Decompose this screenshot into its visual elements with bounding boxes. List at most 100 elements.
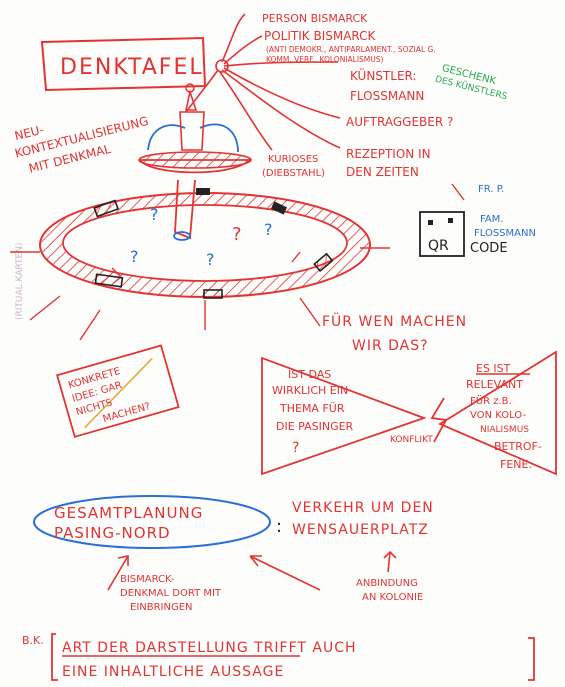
- bismarck-note-line-2: DENKMAL DORT MIT: [120, 588, 222, 599]
- qr-dot: [448, 218, 453, 223]
- tablet-3: [270, 201, 288, 215]
- right-debate-line-7: FENE.: [500, 458, 532, 471]
- branch-auftraggeber: AUFTRAGGEBER ?: [346, 115, 453, 129]
- fountain-sketch: [10, 83, 390, 341]
- conflict-lightning: [430, 397, 448, 443]
- water-jet-right: [199, 123, 239, 153]
- left-debate-line-3: THEMA FÜR: [279, 402, 345, 415]
- qr-label: QR: [428, 238, 449, 254]
- statue-head: [185, 83, 195, 93]
- fountain-ray: [79, 309, 101, 341]
- qr-note-1: FR. P.: [478, 184, 504, 195]
- traffic-line-2: WENSAUERPLATZ: [292, 522, 429, 538]
- fountain-ray: [299, 297, 321, 327]
- branch-rays: [185, 13, 341, 151]
- ray-auftraggeber: [223, 67, 341, 119]
- footer-prefix: B.K.: [22, 634, 44, 647]
- right-debate-outline: [438, 350, 557, 476]
- question-mark-1: ?: [150, 205, 159, 224]
- branch-rezeption-line-2: DEN ZEITEN: [346, 165, 419, 179]
- planning-oval: [33, 495, 271, 549]
- right-debate-box: ES IST RELEVANT FÜR z.B. VON KOLO- NIALI…: [438, 350, 557, 476]
- konkrete-idee-box: KONKRETE IDEE: GAR NICHTS MACHEN?: [56, 344, 180, 438]
- anbindung-arrow: [387, 551, 391, 573]
- branch-kuenstler-name: FLOSSMANN: [350, 89, 424, 103]
- tablet-6: [203, 289, 223, 299]
- question-mark-3: ?: [264, 220, 273, 239]
- left-debate-line-5: ?: [292, 440, 299, 456]
- branch-politik-sub-1: (ANTI DEMOKR., ANTIPARLAMENT., SOZIAL G.: [266, 45, 436, 54]
- ray-rezeption: [221, 69, 341, 149]
- planning-colon: :: [276, 516, 282, 537]
- left-note: NEU- KONTEXTUALISIERUNG MIT DENKMAL: [13, 114, 150, 176]
- ring-arrows: [111, 251, 301, 277]
- anbindung-line-2: AN KOLONIE: [362, 592, 423, 603]
- tablet-1: [93, 199, 120, 218]
- water-drop: [173, 231, 191, 241]
- ray-kurioses: [219, 71, 273, 151]
- fountain-rays: [10, 247, 390, 341]
- kurioses-line-2: (DIEBSTAHL): [262, 168, 325, 179]
- question-line-2: WIR DAS?: [352, 338, 429, 354]
- faint-side-label: (RITUAL KARTEN): [15, 243, 25, 320]
- ring-arrow: [291, 251, 301, 263]
- right-debate-line-6: BETROF-: [494, 440, 542, 453]
- fountain-column: [174, 179, 196, 240]
- anbindung-arrow-head: [383, 550, 397, 559]
- question-line-1: FÜR WEN MACHEN: [322, 312, 467, 330]
- statue-figure: [185, 89, 198, 111]
- branch-kuenstler: KÜNSTLER:: [350, 67, 417, 83]
- tablet-2: [196, 188, 210, 195]
- footer-bracket-right: [528, 637, 535, 681]
- water-jet-left: [147, 124, 186, 151]
- footer-block: B.K. ART DER DARSTELLUNG TRIFFT AUCH EIN…: [22, 633, 535, 681]
- title-box-outline: [40, 36, 207, 92]
- qr-note-3: FLOSSMANN: [474, 228, 536, 239]
- statue-pedestal: [179, 111, 205, 151]
- footer-line-1: ART DER DARSTELLUNG TRIFFT AUCH: [62, 640, 357, 656]
- right-debate-line-3: FÜR z.B.: [470, 394, 512, 407]
- footer-bracket-left: [51, 633, 58, 681]
- fountain-bowl-rim: [138, 151, 252, 169]
- bismarck-note-line-1: BISMARCK-: [120, 574, 175, 585]
- left-debate-line-2: WIRKLICH EIN: [272, 384, 348, 397]
- right-debate-line-2: RELEVANT: [466, 378, 523, 391]
- branch-hub: [215, 59, 229, 73]
- branch-politik: POLITIK BISMARCK: [264, 29, 377, 43]
- branch-person: PERSON BISMARCK: [262, 12, 368, 25]
- tablet-4: [313, 252, 334, 273]
- question-mark-4: ?: [206, 250, 215, 269]
- qr-code-word: CODE: [470, 241, 508, 256]
- question-mark-5: ?: [130, 247, 139, 266]
- fountain-ray: [29, 295, 61, 321]
- kuenstler-note: GESCHENK DES KÜNSTLERS: [434, 63, 509, 102]
- left-note-line-1: NEU-: [13, 122, 45, 143]
- fountain-basin-inner: [62, 204, 348, 282]
- left-debate-outline: [261, 356, 427, 476]
- ring-arrow: [111, 267, 121, 277]
- right-debate-line-1: ES IST: [476, 362, 511, 375]
- question-mark-2: ?: [232, 224, 242, 245]
- branch-politik-sub-2: KOMM. VERF., KOLONIALISMUS): [266, 55, 384, 64]
- branch-rezeption-line-1: REZEPTION IN: [346, 147, 431, 161]
- bismarck-arrow-head: [117, 555, 129, 566]
- bismarck-arrow: [107, 555, 129, 591]
- konflikt-label: KONFLIKT: [390, 435, 433, 445]
- qr-dot: [428, 220, 433, 225]
- qr-block: QR CODE FR. P. FAM. FLOSSMANN: [419, 183, 536, 257]
- kurioses-line-1: KURIOSES: [268, 154, 318, 165]
- qr-note-2: FAM.: [480, 214, 503, 225]
- title-text: DENKTAFEL: [60, 55, 204, 80]
- planning-row: GESAMTPLANUNG PASING-NORD : VERKEHR UM D…: [33, 495, 433, 613]
- title-box: DENKTAFEL: [40, 36, 207, 92]
- ray-politik: [223, 35, 263, 65]
- ray-person: [221, 13, 246, 63]
- right-debate-line-5: NIALISMUS: [480, 425, 529, 435]
- tablet-5: [94, 273, 124, 288]
- link-line: [249, 555, 321, 591]
- left-debate-line-1: IST DAS: [288, 368, 331, 381]
- link-arrow-head: [249, 555, 262, 567]
- qr-frame: [419, 211, 465, 257]
